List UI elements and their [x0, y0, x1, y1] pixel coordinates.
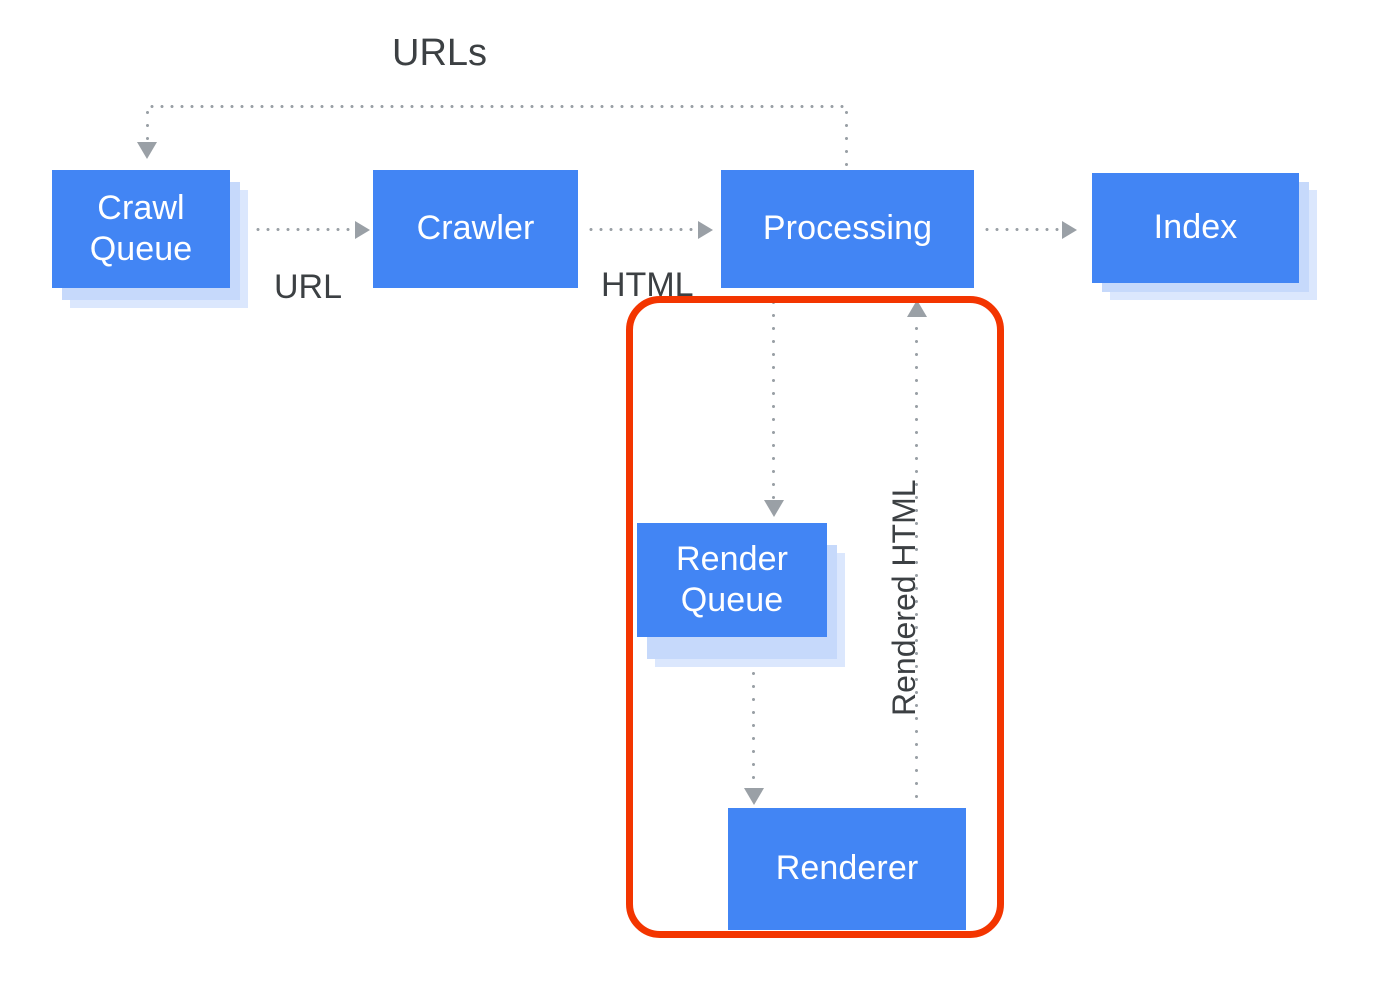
- node-crawler[interactable]: Crawler: [373, 170, 578, 288]
- node-index[interactable]: Index: [1092, 173, 1299, 283]
- html-edge-arrowhead: [698, 221, 713, 239]
- edge-label-url: URL: [274, 268, 343, 306]
- node-renderer[interactable]: Renderer: [728, 808, 966, 930]
- node-render-queue[interactable]: Render Queue: [637, 523, 827, 637]
- render-queue-renderer-edge-arrowhead: [744, 788, 764, 805]
- url-edge-arrowhead: [355, 221, 370, 239]
- rendered-html-edge-line: [915, 322, 918, 810]
- urls-edge-segment-right-vertical: [845, 106, 848, 170]
- urls-edge-segment-horizontal: [147, 105, 847, 108]
- urls-edge-segment-left-vertical: [146, 106, 149, 144]
- rendering-subsystem-highlight[interactable]: [626, 296, 1004, 938]
- processing-index-edge-arrowhead: [1062, 221, 1077, 239]
- html-edge-line: [586, 228, 696, 231]
- node-processing[interactable]: Processing: [721, 170, 974, 288]
- node-crawl-queue[interactable]: Crawl Queue: [52, 170, 230, 288]
- rendered-html-edge-arrowhead: [907, 300, 927, 317]
- edge-label-urls: URLs: [392, 32, 488, 74]
- url-edge-line: [253, 228, 356, 231]
- processing-index-edge-line: [982, 228, 1060, 231]
- processing-render-queue-edge-line: [772, 296, 775, 501]
- urls-edge-arrowhead: [137, 142, 157, 159]
- render-queue-renderer-edge-line: [752, 667, 755, 789]
- processing-render-queue-edge-arrowhead: [764, 500, 784, 517]
